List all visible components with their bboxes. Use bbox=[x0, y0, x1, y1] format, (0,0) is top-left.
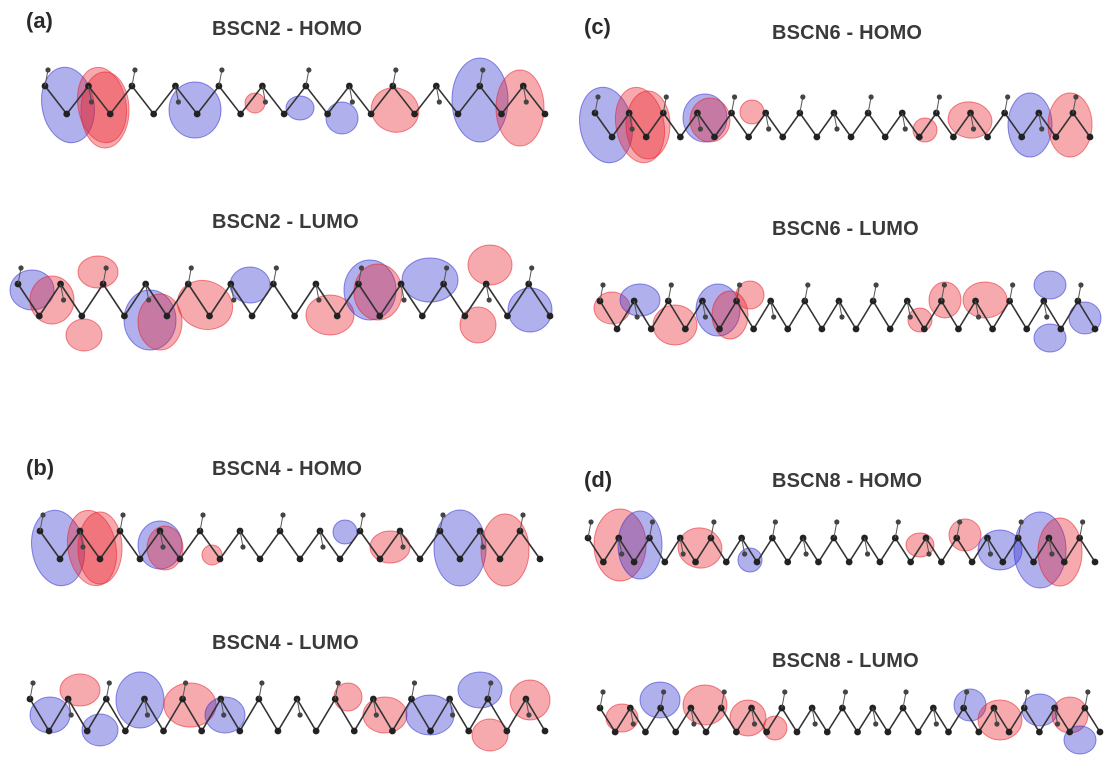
bscn8-homo-title: BSCN8 - HOMO bbox=[772, 470, 923, 492]
bscn6-lumo-molecule bbox=[593, 270, 1102, 353]
bscn8-lumo-title: BSCN8 - LUMO bbox=[772, 650, 919, 672]
bscn4-lumo-molecule bbox=[26, 671, 551, 752]
bscn8-lumo-molecule bbox=[596, 681, 1104, 755]
panel-b-label: (b) bbox=[26, 455, 55, 480]
bscn2-lumo-title: BSCN2 - LUMO bbox=[212, 211, 359, 233]
bscn6-homo-title: BSCN6 - HOMO bbox=[772, 22, 923, 44]
bscn4-homo-molecule bbox=[31, 509, 544, 587]
panel-c-label: (c) bbox=[584, 14, 611, 39]
panel-a-label: (a) bbox=[26, 8, 53, 33]
bscn2-homo-molecule bbox=[41, 57, 549, 149]
bscn2-homo-title: BSCN2 - HOMO bbox=[212, 18, 363, 40]
bscn6-lumo-title: BSCN6 - LUMO bbox=[772, 218, 919, 240]
bscn2-lumo-molecule bbox=[9, 244, 554, 352]
bscn4-homo-title: BSCN4 - HOMO bbox=[212, 458, 363, 480]
panel-d-label: (d) bbox=[584, 467, 613, 492]
bscn8-homo-molecule bbox=[584, 508, 1099, 589]
bscn4-lumo-title: BSCN4 - LUMO bbox=[212, 632, 359, 654]
bscn6-homo-molecule bbox=[579, 86, 1094, 164]
